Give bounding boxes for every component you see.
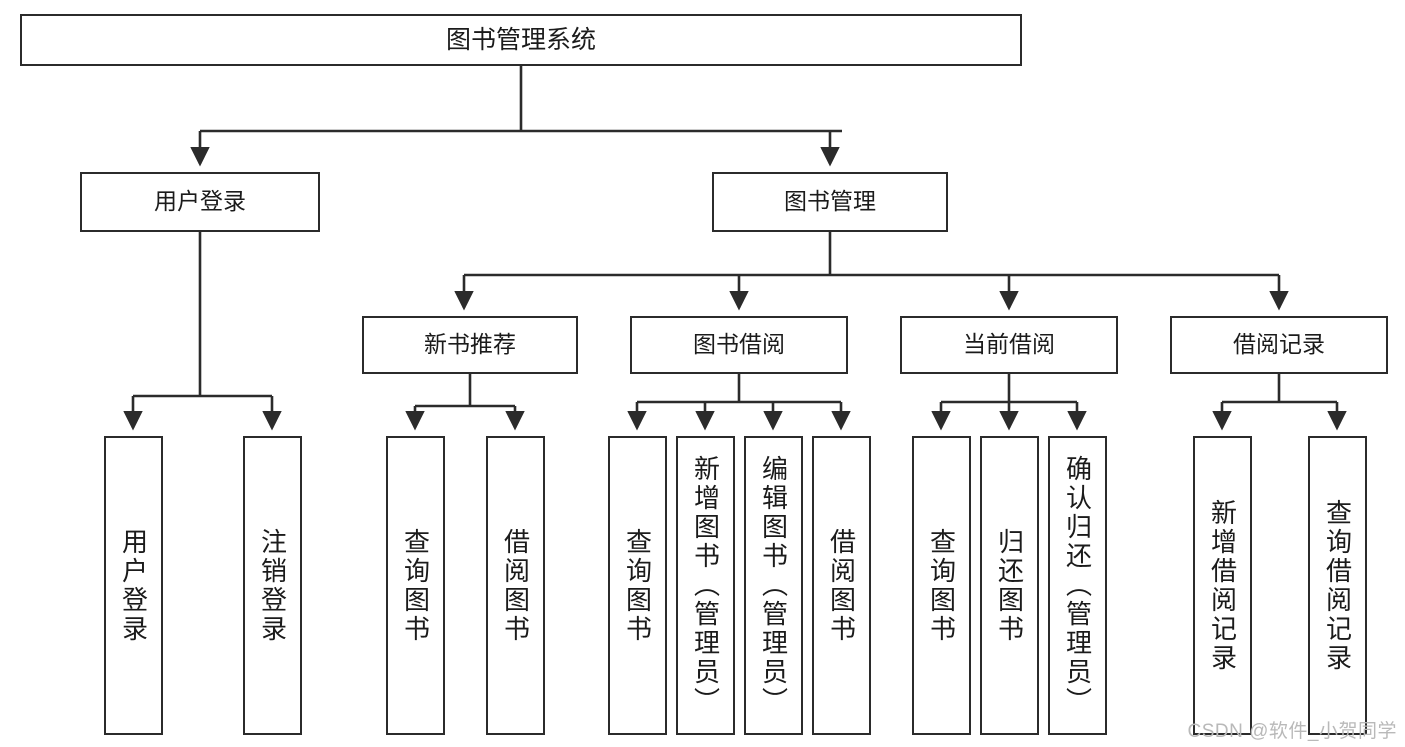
- node-label: 归还图书: [994, 527, 1025, 644]
- leaf-query-books-current[interactable]: 查询图书: [912, 436, 971, 735]
- node-new-book-recommendation[interactable]: 新书推荐: [362, 316, 578, 374]
- leaf-add-book-admin[interactable]: 新增图书（管理员）: [676, 436, 735, 735]
- leaf-borrow-books-new[interactable]: 借阅图书: [486, 436, 545, 735]
- node-label: 当前借阅: [963, 331, 1055, 358]
- leaf-query-books-new[interactable]: 查询图书: [386, 436, 445, 735]
- node-root-book-management-system[interactable]: 图书管理系统: [20, 14, 1022, 66]
- leaf-confirm-return-admin[interactable]: 确认归还（管理员）: [1048, 436, 1107, 735]
- node-label: 查询图书: [400, 527, 431, 644]
- node-label: 借阅记录: [1233, 331, 1325, 358]
- node-label: 查询图书: [622, 527, 653, 644]
- node-label: 新书推荐: [424, 331, 516, 358]
- node-user-login[interactable]: 用户登录: [80, 172, 320, 232]
- node-label: 用户登录: [154, 188, 246, 215]
- leaf-query-books-borrow[interactable]: 查询图书: [608, 436, 667, 735]
- csdn-watermark: CSDN @软件_小贺同学: [1187, 721, 1397, 742]
- node-label: 用户登录: [118, 527, 149, 644]
- node-borrow-records[interactable]: 借阅记录: [1170, 316, 1388, 374]
- node-book-management[interactable]: 图书管理: [712, 172, 948, 232]
- leaf-add-borrow-record[interactable]: 新增借阅记录: [1193, 436, 1252, 735]
- node-label: 注销登录: [257, 527, 288, 644]
- leaf-logout[interactable]: 注销登录: [243, 436, 302, 735]
- leaf-user-login[interactable]: 用户登录: [104, 436, 163, 735]
- node-label: 新增借阅记录: [1207, 498, 1238, 673]
- node-book-borrow[interactable]: 图书借阅: [630, 316, 848, 374]
- node-current-borrow[interactable]: 当前借阅: [900, 316, 1118, 374]
- leaf-return-books[interactable]: 归还图书: [980, 436, 1039, 735]
- node-label: 新增图书（管理员）: [690, 455, 721, 716]
- leaf-edit-book-admin[interactable]: 编辑图书（管理员）: [744, 436, 803, 735]
- leaf-query-borrow-record[interactable]: 查询借阅记录: [1308, 436, 1367, 735]
- node-label: 图书借阅: [693, 331, 785, 358]
- node-label: 图书管理: [784, 188, 876, 215]
- node-label: 借阅图书: [500, 527, 531, 644]
- node-label: 图书管理系统: [445, 26, 596, 54]
- leaf-borrow-books[interactable]: 借阅图书: [812, 436, 871, 735]
- node-label: 编辑图书（管理员）: [758, 455, 789, 716]
- node-label: 借阅图书: [826, 527, 857, 644]
- node-label: 确认归还（管理员）: [1062, 455, 1093, 716]
- node-label: 查询借阅记录: [1322, 498, 1353, 673]
- node-label: 查询图书: [926, 527, 957, 644]
